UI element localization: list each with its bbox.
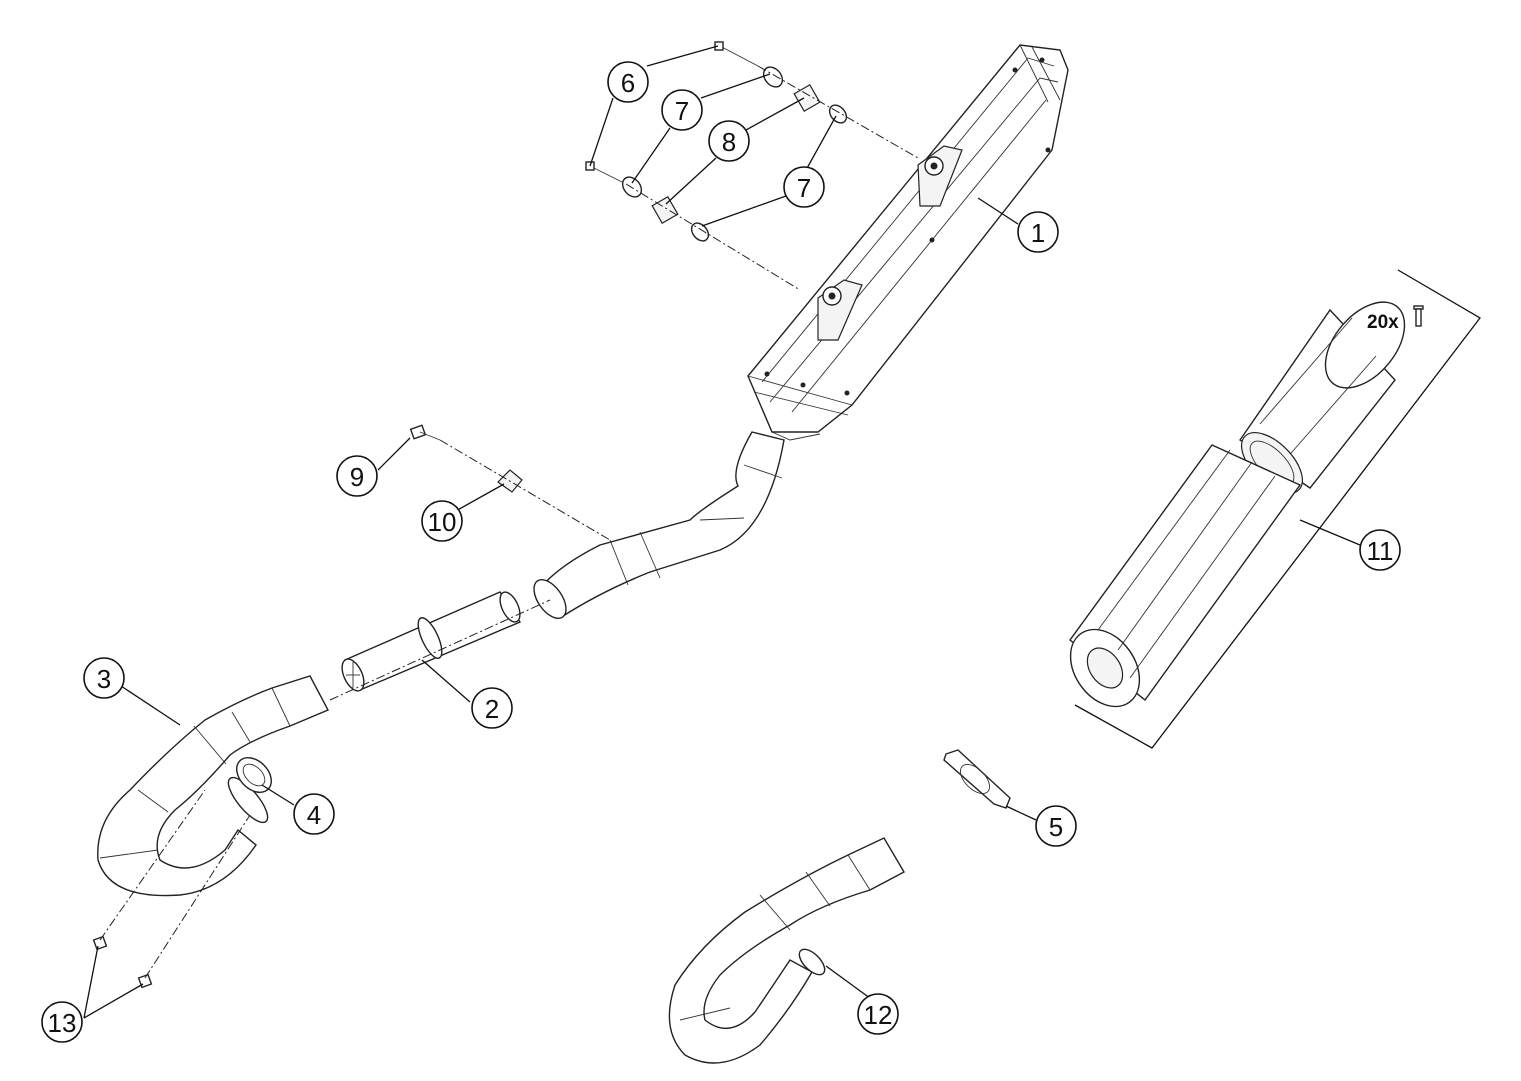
svg-text:12: 12	[864, 1000, 893, 1030]
svg-text:7: 7	[797, 173, 811, 203]
callout-6: 6	[607, 61, 649, 103]
callout-1: 1	[1017, 211, 1059, 253]
callout-10: 10	[421, 500, 463, 542]
svg-text:6: 6	[621, 68, 635, 98]
svg-text:7: 7	[675, 96, 689, 126]
muffler	[747, 44, 1069, 441]
clamp-hardware	[409, 424, 611, 541]
flange-gasket	[236, 757, 272, 793]
svg-text:10: 10	[428, 507, 457, 537]
svg-text:3: 3	[97, 664, 111, 694]
callout-5: 5	[1035, 805, 1077, 847]
rivet-icon	[1413, 305, 1424, 327]
callout-4: 4	[293, 793, 335, 835]
callout-2: 2	[471, 687, 513, 729]
callout-12: 12	[857, 993, 899, 1035]
silencer-packing	[1069, 269, 1481, 749]
link-pipe	[533, 431, 785, 619]
svg-text:5: 5	[1049, 812, 1063, 842]
connector-pipe	[341, 591, 522, 692]
svg-text:4: 4	[307, 800, 321, 830]
callout-3: 3	[83, 657, 125, 699]
svg-text:2: 2	[485, 694, 499, 724]
header-pipe	[97, 675, 329, 897]
svg-text:13: 13	[48, 1008, 77, 1038]
callout-7-bottom: 7	[783, 166, 825, 208]
svg-text:8: 8	[722, 127, 736, 157]
svg-text:11: 11	[1367, 536, 1394, 566]
svg-text:1: 1	[1031, 218, 1045, 248]
callout-8: 8	[708, 120, 750, 162]
alternate-header-pipe	[668, 837, 905, 1064]
exhaust-gasket	[943, 749, 1011, 809]
kit-quantity-label: 20x	[1367, 312, 1399, 333]
mount-hardware	[585, 41, 919, 291]
callout-11: 11	[1359, 529, 1401, 571]
callout-7-top: 7	[661, 89, 703, 131]
callout-9: 9	[336, 455, 378, 497]
callout-13: 13	[41, 1001, 83, 1043]
svg-text:9: 9	[350, 462, 364, 492]
